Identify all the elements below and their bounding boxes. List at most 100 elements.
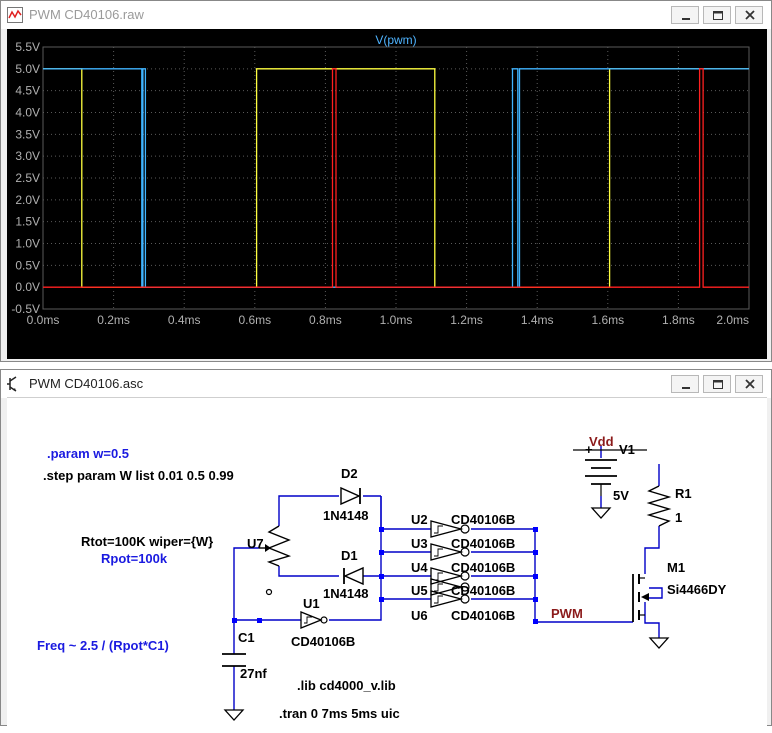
schematic-window-title: PWM CD40106.asc [29,376,144,391]
u5-model: CD40106B [451,583,515,598]
inverter-u6[interactable]: U6 CD40106B [411,590,515,623]
x-tick-label: 1.0ms [380,313,413,327]
u6-label: U6 [411,608,428,623]
mosfet-m1[interactable]: M1 Si4466DY [632,560,727,622]
inverter-u4[interactable]: U4 CD40106B [411,560,515,585]
schematic-titlebar[interactable]: PWM CD40106.asc [1,370,771,398]
y-tick-label: -0.5V [11,302,40,316]
x-tick-label: 1.2ms [450,313,483,327]
v1-value: 5V [613,488,629,503]
y-tick-label: 3.5V [15,127,40,141]
lib-directive[interactable]: .lib cd4000_v.lib [297,678,396,693]
r1-label: R1 [675,486,692,501]
y-tick-label: 5.0V [15,62,40,76]
step-directive[interactable]: .step param W list 0.01 0.5 0.99 [43,468,234,483]
series-line-3 [43,68,749,288]
u4-model: CD40106B [451,560,515,575]
x-tick-label: 0.6ms [238,313,271,327]
y-tick-label: 3.0V [15,149,40,163]
u7-label: U7 [247,536,264,551]
x-tick-label: 0.8ms [309,313,342,327]
vdd-net-label[interactable]: Vdd [589,434,614,449]
wire-u7-d1 [278,566,339,577]
u1-model: CD40106B [291,634,355,649]
wires [233,446,663,710]
ground-symbols [223,507,670,721]
maximize-icon [713,11,723,20]
wire-body [645,587,663,599]
c1-value: 27nf [240,666,267,681]
schematic-window: PWM CD40106.asc .param w=0.5 .step param… [0,369,772,728]
waveform-viewer-icon [7,7,23,23]
u1-label: U1 [303,596,320,611]
u3-model: CD40106B [451,536,515,551]
wire-wiper [233,547,259,620]
y-tick-label: 0.0V [15,280,40,294]
waveform-window-title: PWM CD40106.raw [29,7,144,22]
param-directive[interactable]: .param w=0.5 [47,446,129,461]
potentiometer-u7[interactable]: U7 [247,525,292,596]
y-tick-label: 4.0V [15,106,40,120]
d2-model: 1N4148 [323,508,369,523]
schematic-drawing[interactable]: .param w=0.5 .step param W list 0.01 0.5… [7,398,767,728]
rpot-label[interactable]: Rpot=100k [101,551,168,566]
inverter-u1[interactable]: U1 CD40106B [291,596,355,649]
inverter-u3[interactable]: U3 CD40106B [411,536,515,561]
u4-label: U4 [411,560,428,575]
resistor-r1[interactable]: R1 1 [646,485,692,527]
u3-label: U3 [411,536,428,551]
schematic-close-button[interactable] [735,375,763,393]
ground-icon [223,709,245,721]
x-tick-label: 0.4ms [168,313,201,327]
v1-label: V1 [619,442,635,457]
series-line-1 [43,68,749,288]
minimize-icon [682,387,690,389]
x-tick-label: 1.4ms [521,313,554,327]
diode-d2[interactable]: D2 1N4148 [323,466,369,523]
waveform-plot[interactable]: 5.5V5.0V4.5V4.0V3.5V3.0V2.5V2.0V1.5V1.0V… [7,29,767,359]
u2-label: U2 [411,512,428,527]
y-tick-label: 1.0V [15,237,40,251]
schematic-canvas[interactable]: .param w=0.5 .step param W list 0.01 0.5… [7,397,767,728]
x-tick-label: 0.2ms [97,313,130,327]
x-tick-label: 1.8ms [662,313,695,327]
close-icon [745,379,755,389]
ground-icon [590,507,612,519]
c1-label: C1 [238,630,255,645]
y-tick-label: 0.5V [15,258,40,272]
waveform-close-button[interactable] [735,6,763,24]
waveform-maximize-button[interactable] [703,6,731,24]
tran-directive[interactable]: .tran 0 7ms 5ms uic [279,706,400,721]
x-tick-label: 1.6ms [591,313,624,327]
wire-u7-d2 [278,495,339,526]
diode-d1[interactable]: D1 1N4148 [323,548,369,601]
x-tick-label: 0.0ms [27,313,60,327]
schematic-minimize-button[interactable] [671,375,699,393]
y-tick-label: 1.5V [15,215,40,229]
minimize-icon [682,18,690,20]
maximize-icon [713,380,723,389]
m1-model: Si4466DY [667,582,727,597]
voltage-source-v1[interactable]: + V1 5V [585,442,635,503]
inverter-u2[interactable]: U2 CD40106B [411,512,515,538]
freq-comment: Freq ~ 2.5 / (Rpot*C1) [37,638,169,653]
capacitor-c1[interactable]: C1 27nf [222,630,267,681]
d1-label: D1 [341,548,358,563]
wire-r1-drain [644,526,660,574]
wire-u1-out [329,599,382,621]
junction-dots [232,527,538,624]
u6-model: CD40106B [451,608,515,623]
schematic-transistor-icon [7,376,17,392]
ground-icon [648,637,670,649]
inverter-u5[interactable]: U5 CD40106B [411,578,515,598]
pwm-net-label[interactable]: PWM [551,606,583,621]
y-tick-label: 5.5V [15,40,40,54]
waveform-titlebar[interactable]: PWM CD40106.raw [1,1,771,29]
d2-label: D2 [341,466,358,481]
u2-model: CD40106B [451,512,515,527]
waveform-minimize-button[interactable] [671,6,699,24]
pot-params-label[interactable]: Rtot=100K wiper={W} [81,534,213,549]
schematic-maximize-button[interactable] [703,375,731,393]
